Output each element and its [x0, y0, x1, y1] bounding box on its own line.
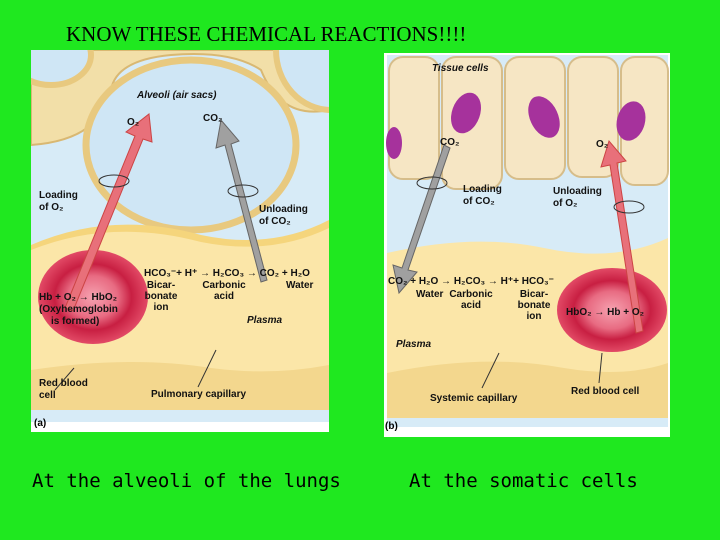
o2-loading-arrow — [64, 113, 153, 312]
rbc-label-2: cell — [39, 390, 56, 401]
carbonic-label-1: Carbonic — [449, 289, 493, 300]
co2-loading-arrow — [392, 144, 451, 295]
o2-label: O₂ — [127, 117, 140, 128]
panel-letter: (b) — [385, 421, 398, 432]
co2-label: CO₂ — [203, 113, 223, 124]
bicarbonate-label-2: bonate — [144, 291, 178, 302]
bicarbonate-label-3: ion — [526, 311, 542, 322]
o2-label: O₂ — [596, 139, 609, 150]
hb-reaction: Hb + O₂ → HbO₂ — [39, 292, 118, 303]
unloading-of-label: of O₂ — [553, 198, 578, 209]
water-label: Water — [286, 280, 314, 291]
alveoli-label: Alveoli (air sacs) — [137, 90, 217, 101]
bicarbonate-label-3: ion — [153, 302, 169, 313]
tissue-label: Tissue cells — [432, 63, 489, 74]
page-title: KNOW THESE CHEMICAL REACTIONS!!!! — [66, 22, 467, 46]
hb-reaction: HbO₂ → Hb + O₂ — [566, 307, 645, 318]
reaction-equation: CO₂ + H₂O → H₂CO₃ → H⁺+ HCO₃⁻ — [388, 276, 554, 287]
panel-tissue: Tissue cells CO₂ O₂ Loading of CO₂ Unloa… — [384, 53, 670, 437]
plasma-label: Plasma — [396, 339, 432, 350]
plasma-label: Plasma — [247, 315, 283, 326]
rbc-label-1: Red blood — [39, 378, 88, 389]
caption-left: At the alveoli of the lungs — [32, 470, 341, 492]
tissue-cells — [386, 56, 669, 190]
carbonic-label-2: acid — [460, 300, 481, 311]
bicarbonate-label-2: bonate — [517, 300, 551, 311]
co2-label: CO₂ — [440, 137, 460, 148]
capillary-label: Pulmonary capillary — [151, 389, 247, 400]
alveoli-diagram — [31, 50, 329, 422]
o2-unloading-arrow — [600, 139, 644, 334]
oxy-label-1: (Oxyhemoglobin — [39, 304, 118, 315]
red-blood-cell-icon — [38, 250, 148, 344]
loading-of-label: of O₂ — [39, 202, 64, 213]
unloading-of-label: of CO₂ — [259, 216, 291, 227]
capillary-label: Systemic capillary — [430, 393, 518, 404]
reaction-equation: HCO₃⁻+ H⁺ → H₂CO₃ → CO₂ + H₂O — [144, 268, 310, 279]
unloading-label: Unloading — [553, 186, 602, 197]
tissue-diagram — [386, 55, 669, 427]
co2-unloading-arrow — [215, 118, 268, 283]
bicarbonate-label-1: Bicar- — [146, 280, 176, 291]
rbc-label: Red blood cell — [571, 386, 640, 397]
panel-letter: (a) — [34, 418, 47, 429]
water-label: Water — [416, 289, 444, 300]
caption-right: At the somatic cells — [409, 470, 638, 492]
bicarbonate-label-1: Bicar- — [519, 289, 549, 300]
oxy-label-2: is formed) — [51, 316, 100, 327]
loading-label: Loading — [39, 190, 78, 201]
carbonic-label-2: acid — [213, 291, 234, 302]
unloading-label: Unloading — [259, 204, 308, 215]
loading-of-label: of CO₂ — [463, 196, 495, 207]
carbonic-label-1: Carbonic — [202, 280, 246, 291]
loading-label: Loading — [463, 184, 502, 195]
panel-alveoli: Alveoli (air sacs) O₂ CO₂ Loading of O₂ … — [31, 50, 329, 432]
